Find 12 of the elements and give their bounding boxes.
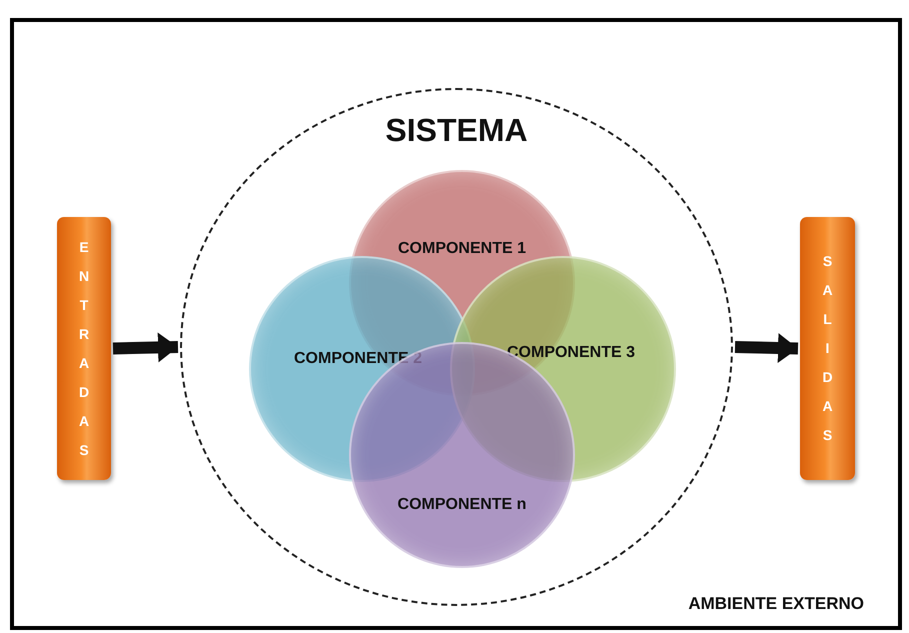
environment-label: AMBIENTE EXTERNO: [688, 594, 864, 614]
bar-label: ENTRADAS: [78, 238, 90, 460]
environment-frame: [10, 18, 902, 630]
component-label: COMPONENTE n: [398, 496, 526, 514]
component-label: COMPONENTE 1: [398, 240, 526, 258]
arrow: [112, 332, 178, 362]
flow-bar: [57, 217, 111, 480]
flow-bar: [800, 217, 855, 480]
arrow: [734, 333, 798, 364]
system-title: SISTEMA: [385, 112, 528, 149]
component-label: COMPONENTE 3: [506, 344, 635, 362]
bar-label: SALIDAS: [822, 252, 833, 445]
